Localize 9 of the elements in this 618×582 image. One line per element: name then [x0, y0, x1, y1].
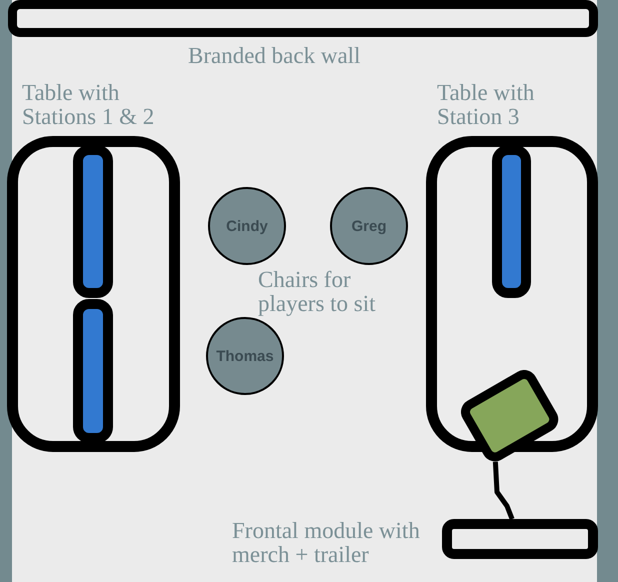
table-label: Table with Station 3 [437, 81, 536, 129]
cable [492, 462, 514, 520]
module-caption: Frontal module with merch + trailer [232, 519, 421, 567]
station-bar [492, 145, 531, 298]
wall-caption: Branded back wall [188, 44, 362, 68]
chairs-note: Chairs for players to sit [258, 268, 377, 316]
station-bar [73, 145, 113, 298]
station-bar [73, 299, 113, 443]
table-label: Table with Stations 1 & 2 [22, 81, 156, 129]
